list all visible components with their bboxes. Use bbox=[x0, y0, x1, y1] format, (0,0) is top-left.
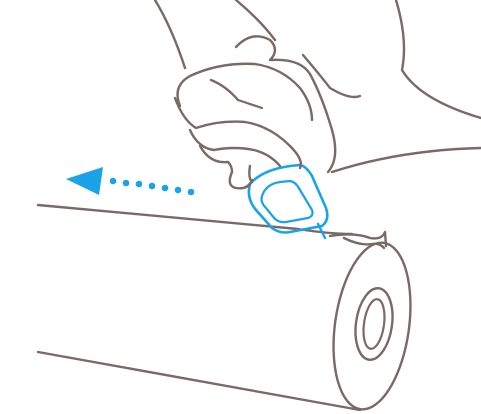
material-roll bbox=[38, 205, 420, 414]
roll-core-inner bbox=[361, 298, 388, 350]
knuckle-crease bbox=[211, 80, 238, 100]
roll-core-outer bbox=[351, 286, 397, 362]
hand bbox=[155, 0, 481, 188]
cutter-body-inner bbox=[262, 181, 313, 222]
arm-back-line bbox=[155, 0, 185, 68]
roll-bottom-edge bbox=[38, 352, 360, 410]
arrow-dots bbox=[110, 178, 195, 196]
arm-right-bottom bbox=[332, 148, 481, 172]
roll-end-outer bbox=[324, 238, 421, 414]
arm-top-line bbox=[236, 0, 275, 40]
finger-middle bbox=[178, 64, 312, 120]
finger-ring bbox=[175, 98, 301, 168]
finger-crease bbox=[238, 100, 262, 108]
arrow-head-icon bbox=[66, 167, 103, 195]
cut-direction-arrow bbox=[66, 167, 194, 195]
arm-right-top bbox=[396, 0, 481, 118]
thumb-tip bbox=[249, 166, 252, 182]
finger-little bbox=[190, 130, 280, 166]
